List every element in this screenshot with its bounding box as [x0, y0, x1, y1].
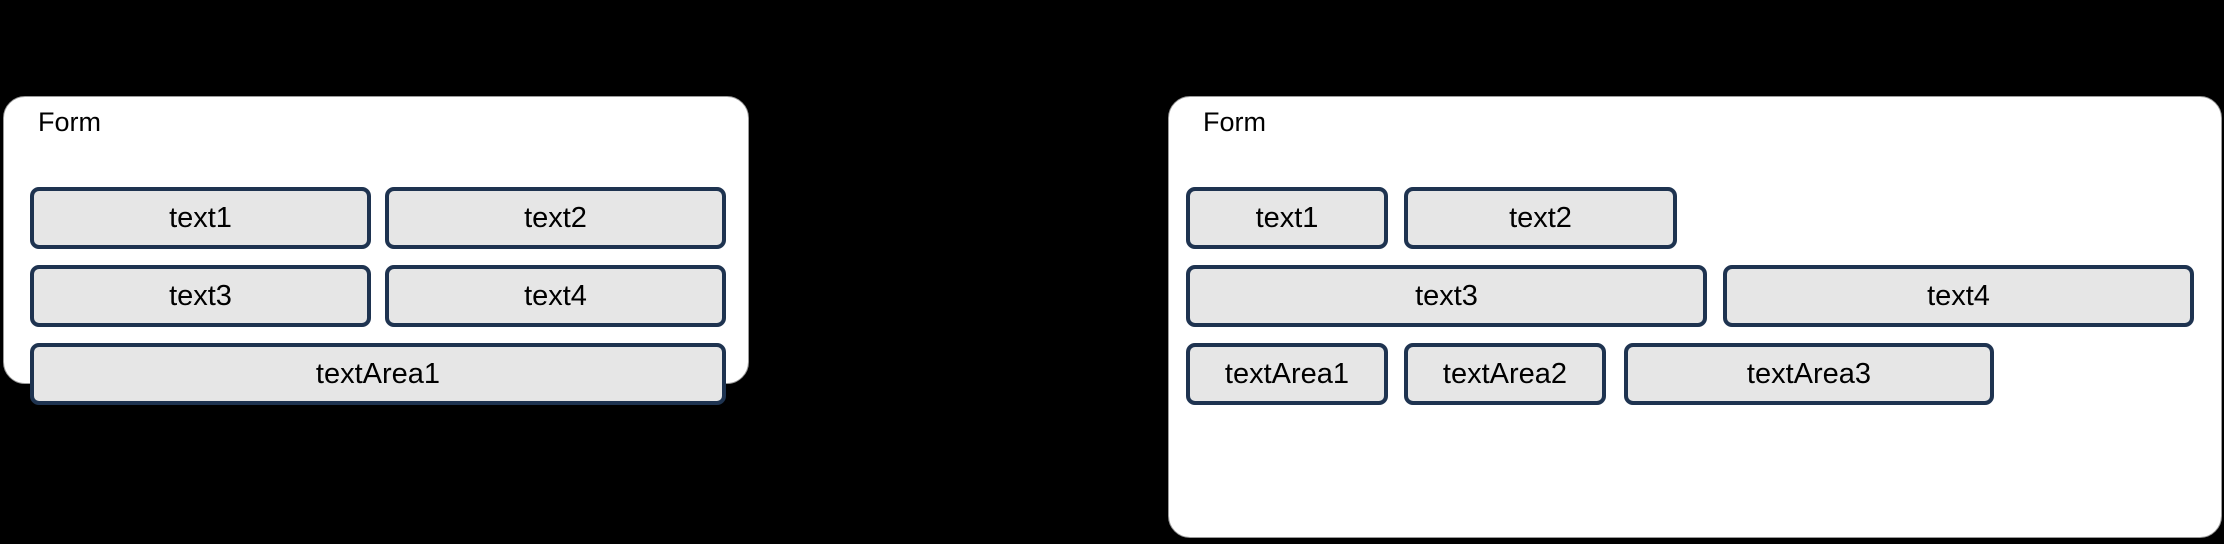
- text-field-text2[interactable]: text2: [1404, 187, 1677, 249]
- form-panel-right: Form text1 text2 text3 text4 textArea1 t…: [1168, 96, 2222, 538]
- form-panel-left: Form text1 text2 text3 text4 textArea1: [3, 96, 749, 405]
- text-field-text4[interactable]: text4: [385, 265, 726, 327]
- panel-title-left: Form: [38, 107, 101, 137]
- text-area-textarea1[interactable]: textArea1: [1186, 343, 1388, 405]
- text-area-textarea2[interactable]: textArea2: [1404, 343, 1606, 405]
- panel-title-right: Form: [1203, 107, 1266, 137]
- text-field-text3[interactable]: text3: [30, 265, 371, 327]
- text-field-text4[interactable]: text4: [1723, 265, 2194, 327]
- text-area-textarea3[interactable]: textArea3: [1624, 343, 1994, 405]
- text-area-textarea1[interactable]: textArea1: [30, 343, 726, 405]
- text-field-text2[interactable]: text2: [385, 187, 726, 249]
- text-field-text1[interactable]: text1: [30, 187, 371, 249]
- text-field-text3[interactable]: text3: [1186, 265, 1707, 327]
- text-field-text1[interactable]: text1: [1186, 187, 1388, 249]
